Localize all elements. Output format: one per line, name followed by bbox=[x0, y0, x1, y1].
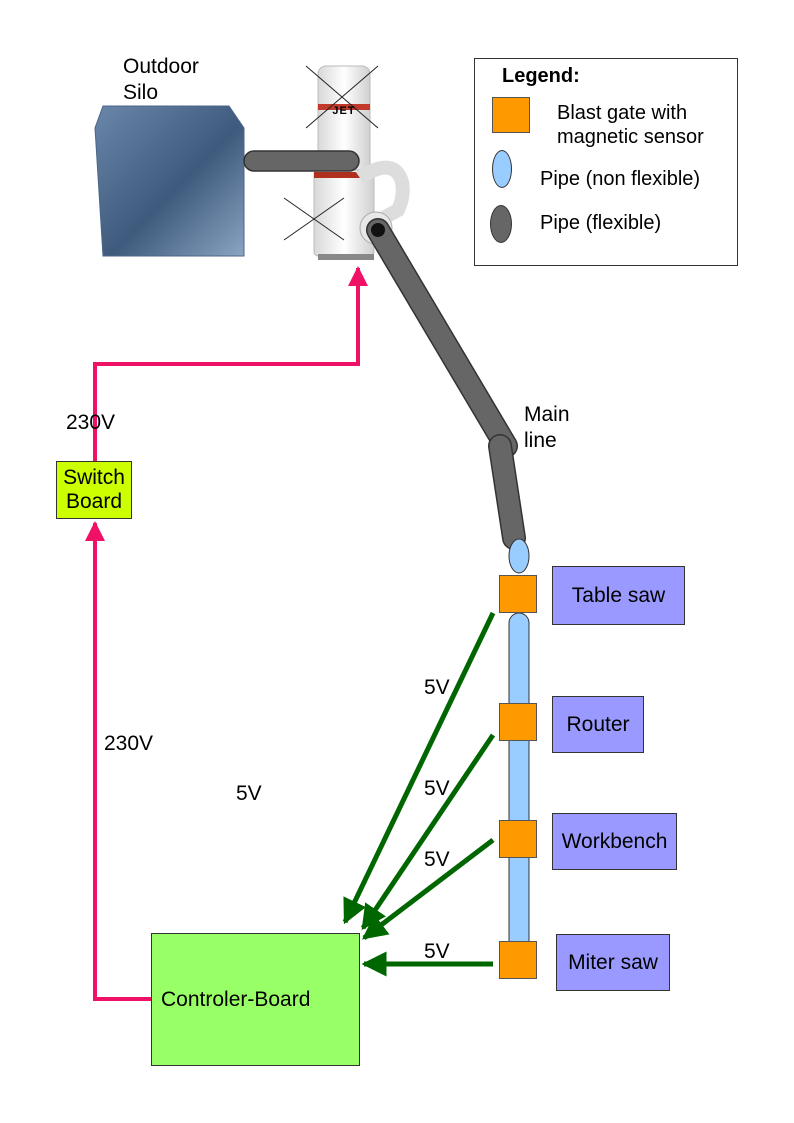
legend-text-blast-gate: Blast gate with magnetic sensor bbox=[557, 101, 704, 149]
voltage-label-5v-table-saw: 5V bbox=[424, 675, 450, 701]
power-line-switch-to-collector bbox=[95, 268, 358, 462]
legend-title: Legend: bbox=[502, 65, 580, 88]
voltage-label-230v-left: 230V bbox=[104, 731, 153, 757]
silo-label: Outdoor Silo bbox=[123, 54, 199, 106]
machine-miter-saw: Miter saw bbox=[556, 934, 670, 991]
voltage-label-5v-workbench: 5V bbox=[424, 847, 450, 873]
legend-swatch-flexible-pipe bbox=[490, 205, 512, 243]
legend-swatch-rigid-pipe bbox=[492, 150, 512, 188]
flexible-pipe-main bbox=[371, 223, 514, 538]
machine-table-saw: Table saw bbox=[552, 566, 685, 625]
power-line-controller-to-switch bbox=[95, 523, 152, 999]
blast-gate-workbench bbox=[499, 820, 537, 858]
switch-board: Switch Board bbox=[56, 461, 132, 519]
legend: Legend: Blast gate with magnetic sensor … bbox=[474, 58, 738, 266]
flexible-pipe-silo bbox=[244, 151, 359, 171]
collector-brand-label: JET bbox=[320, 104, 368, 118]
blast-gate-router bbox=[499, 703, 537, 741]
voltage-label-5v-free: 5V bbox=[236, 781, 262, 807]
legend-swatch-blast-gate bbox=[492, 97, 530, 133]
machine-workbench: Workbench bbox=[552, 813, 677, 870]
main-line-label: Main line bbox=[524, 402, 570, 454]
voltage-label-5v-miter-saw: 5V bbox=[424, 939, 450, 965]
controller-board: Controler-Board bbox=[151, 933, 360, 1066]
controller-board-label: Controler-Board bbox=[161, 988, 310, 1012]
silo-shape bbox=[95, 106, 244, 256]
signal-arrow-router bbox=[363, 735, 493, 928]
blast-gate-miter-saw bbox=[499, 941, 537, 979]
voltage-label-5v-router: 5V bbox=[424, 776, 450, 802]
machine-router: Router bbox=[552, 696, 644, 753]
legend-text-rigid-pipe: Pipe (non flexible) bbox=[540, 167, 700, 191]
blast-gate-table-saw bbox=[499, 575, 537, 613]
legend-text-flexible-pipe: Pipe (flexible) bbox=[540, 211, 661, 235]
voltage-label-230v-top: 230V bbox=[66, 410, 115, 436]
